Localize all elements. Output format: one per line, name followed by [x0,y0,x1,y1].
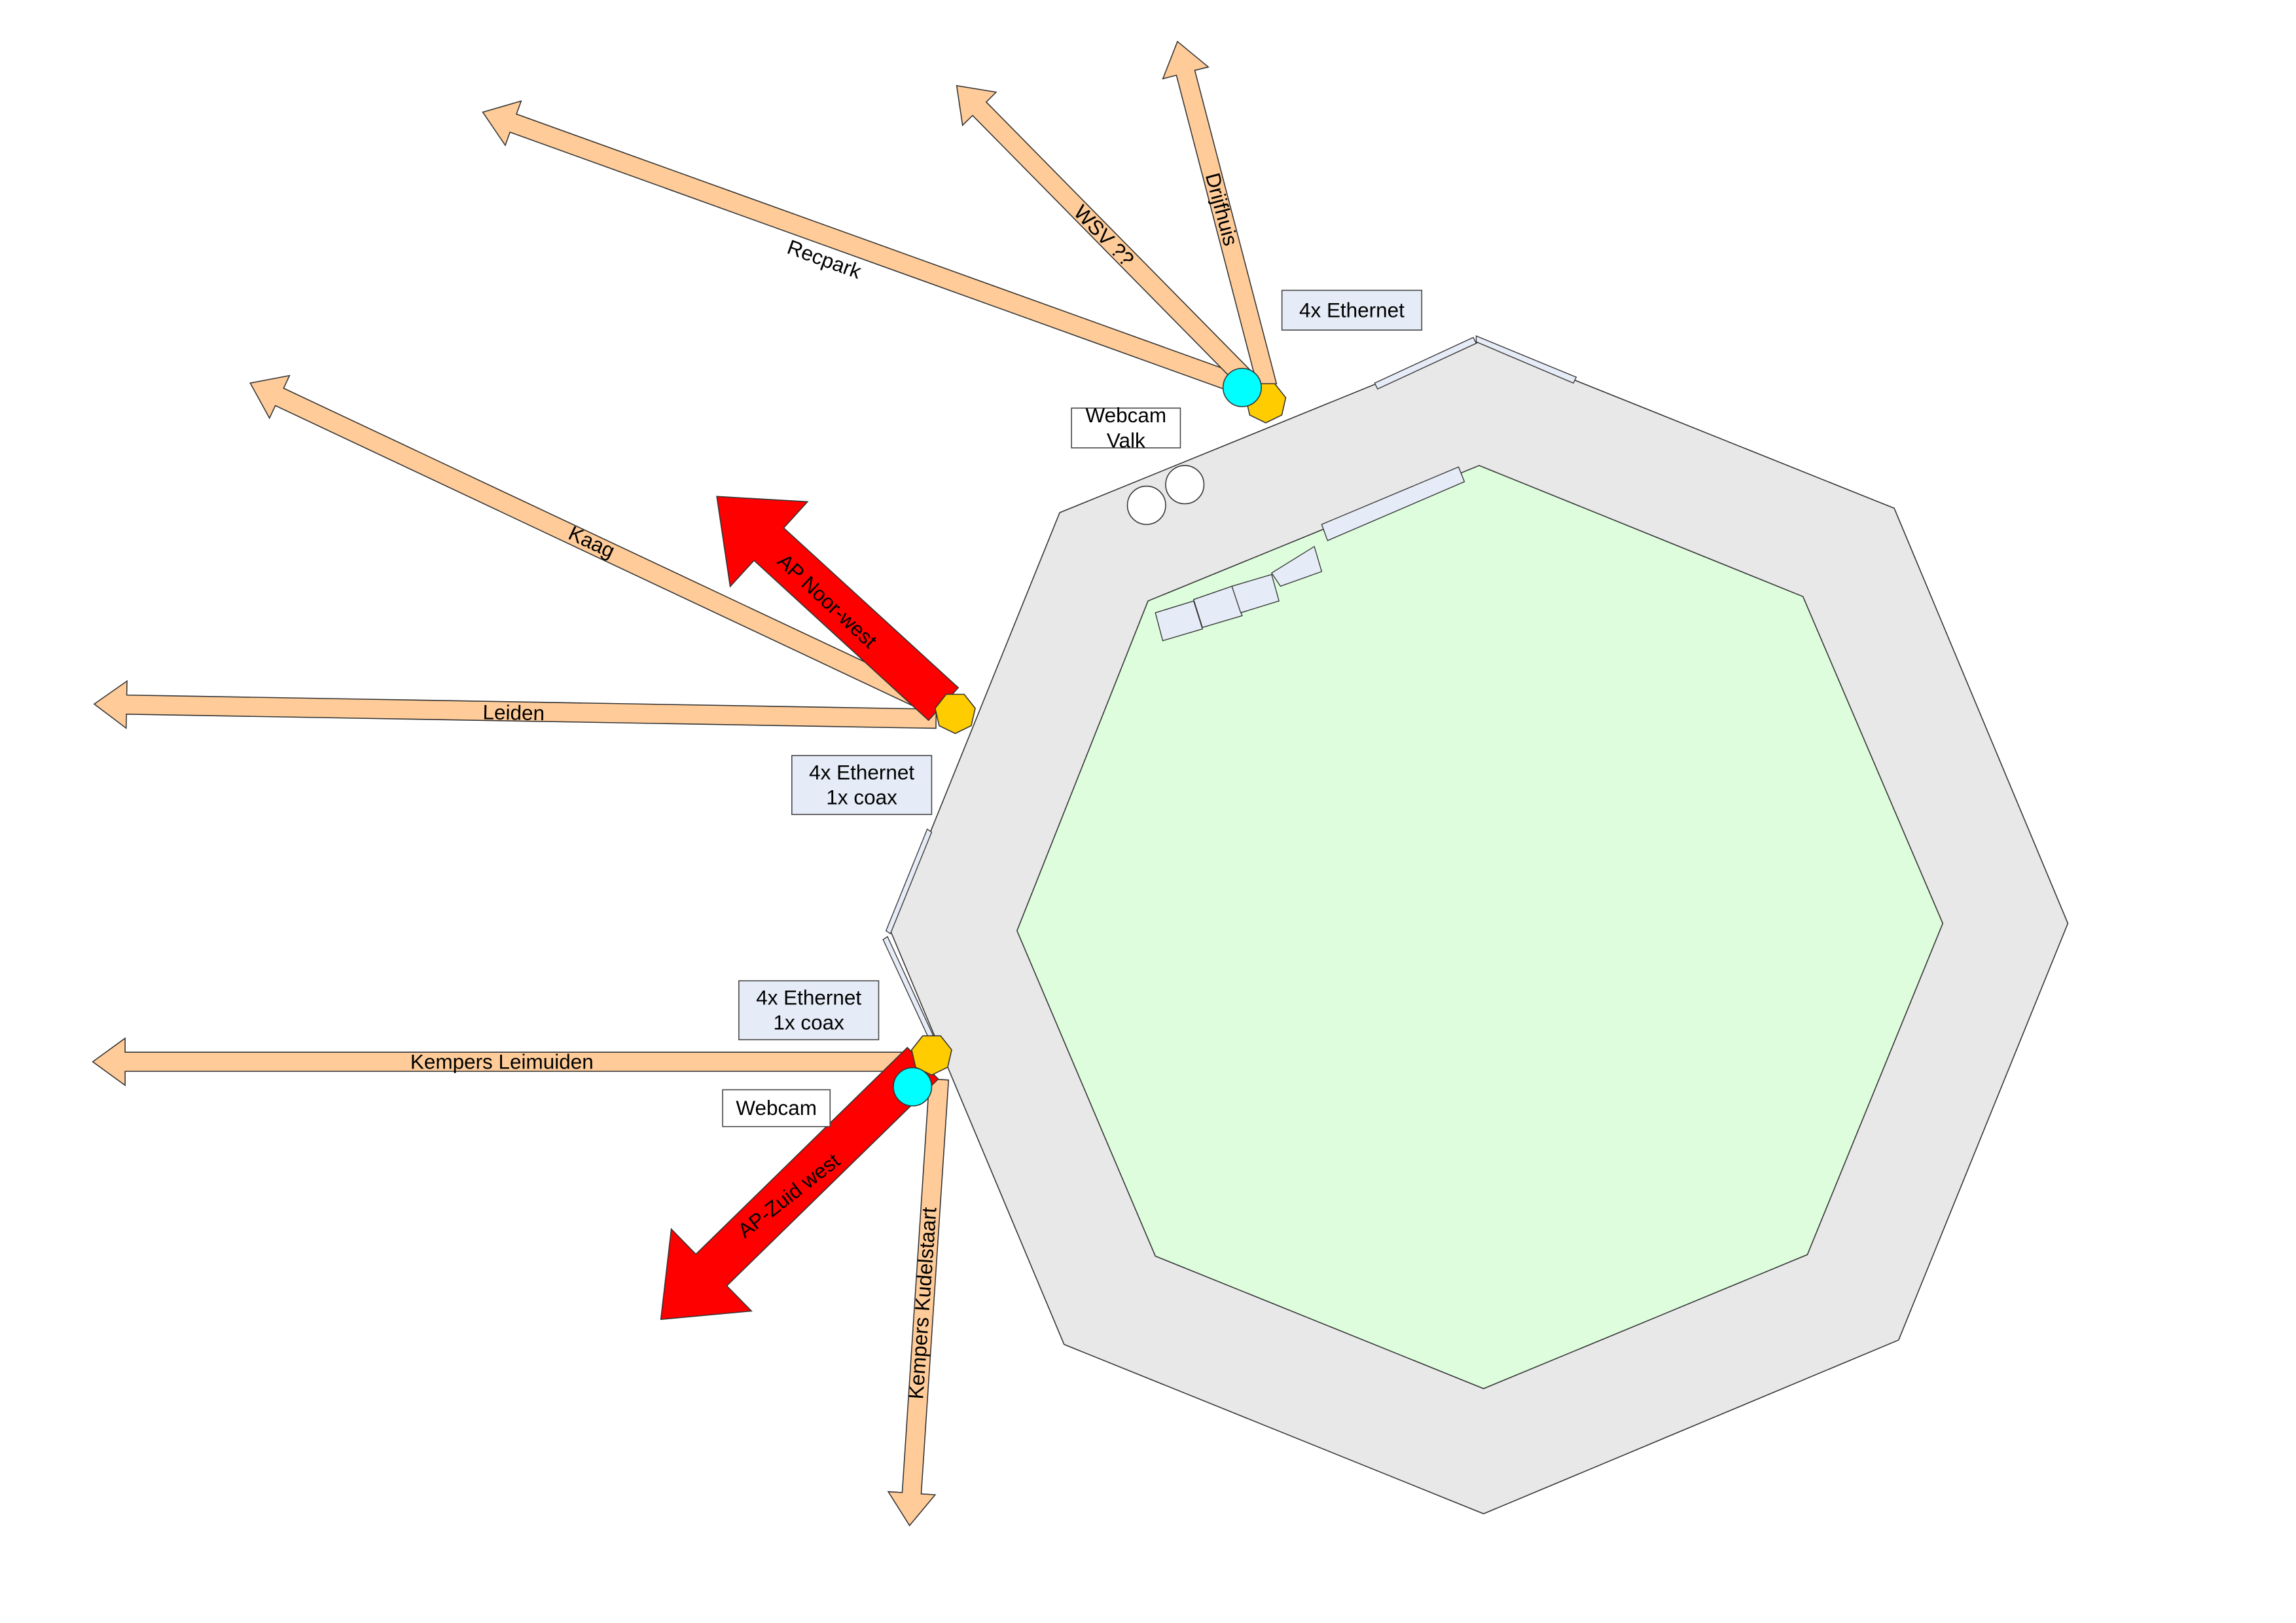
cable-label: Kaag [565,522,618,563]
cable-drijfhuis: Drijfhuis [1162,41,1278,390]
stands [1155,466,1465,642]
box-text: 1x coax [826,786,897,809]
cable-label: WSV ?? [1069,201,1138,271]
pole-2 [1165,465,1205,505]
cable-arrow[interactable] [249,374,937,714]
cable-arrow[interactable] [92,1037,928,1087]
junction-node-icon[interactable] [934,693,976,735]
cable-arrow[interactable] [482,100,1248,396]
cable-label: Leiden [482,701,545,725]
cable-kempers-kudelstaart: Kempers Kudelstaart [887,1078,950,1527]
label-box-low-ethernet: 4x Ethernet 1x coax [738,980,880,1040]
cable-arrow[interactable] [1162,41,1278,390]
cable-arrow[interactable] [93,680,937,729]
cable-arrow[interactable] [956,84,1255,388]
box-text: 1x coax [773,1012,844,1034]
ap-arrow[interactable] [716,496,960,721]
cable-kaag: Kaag [249,374,937,714]
cable-label: Kempers Kudelstaart [905,1207,941,1400]
cable-kempers-leimuiden: Kempers Leimuiden [92,1037,928,1087]
venue-inner-field [1016,465,1944,1389]
box-text: 4x Ethernet [809,761,914,784]
pole-1 [1126,485,1166,525]
label-box-top-ethernet: 4x Ethernet [1281,289,1423,331]
box-text: Webcam [1085,404,1166,427]
box-text: Valk [1107,429,1145,452]
box-text: 4x Ethernet [1299,299,1405,321]
ap-noord-west: AP Noor-west [716,496,960,721]
cable-arrow[interactable] [887,1078,950,1527]
ap-arrow[interactable] [660,1046,939,1321]
cable-label: Drijfhuis [1201,170,1242,248]
cable-leiden: Leiden [93,680,937,729]
webcam-icon[interactable] [893,1067,933,1107]
cable-label: Kempers Leimuiden [410,1050,594,1073]
webcam-icon[interactable] [1222,367,1262,407]
cable-recpark: Recpark [482,100,1248,396]
box-text: Webcam [736,1097,817,1120]
box-text: 4x Ethernet [756,986,861,1009]
label-box-webcam: Webcam [722,1089,831,1127]
